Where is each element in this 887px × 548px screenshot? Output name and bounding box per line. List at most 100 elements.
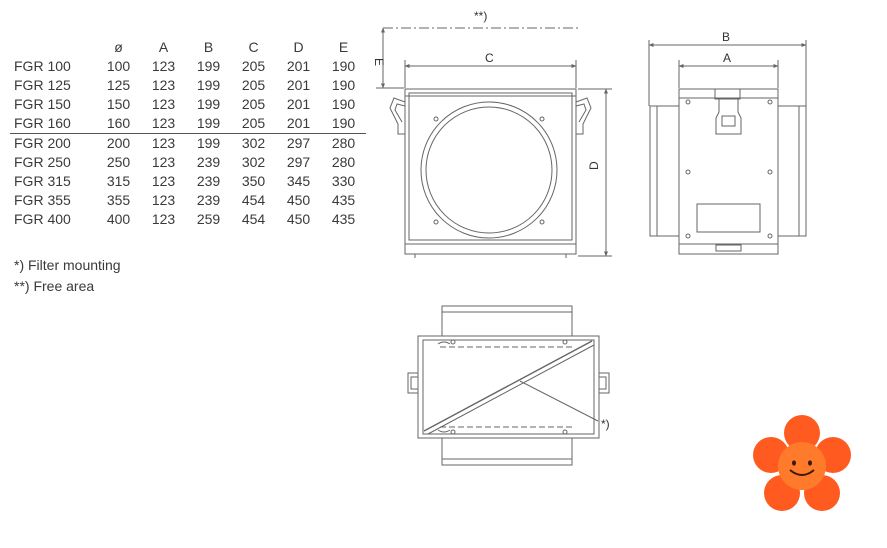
value-cell: 190 — [331, 115, 356, 131]
value-cell: 435 — [331, 192, 356, 208]
model-cell: FGR 100 — [14, 58, 71, 74]
top-handle-right-inner — [598, 376, 607, 390]
value-cell: 123 — [151, 154, 176, 170]
side-base-latch — [715, 244, 742, 252]
value-cell: 123 — [151, 211, 176, 227]
value-cell: 190 — [331, 58, 356, 74]
table-header: D — [293, 39, 304, 55]
value-cell: 123 — [151, 173, 176, 189]
value-cell: 239 — [196, 173, 221, 189]
footnote-filter-mounting: *) Filter mounting — [14, 257, 121, 273]
value-cell: 350 — [241, 173, 266, 189]
value-cell: 125 — [106, 77, 131, 93]
clip-mark — [437, 341, 451, 345]
latch-left-icon — [389, 97, 406, 135]
filter-diagonal-inner — [427, 344, 595, 435]
value-cell: 454 — [241, 192, 266, 208]
front-housing — [404, 88, 577, 245]
dim-d-label: D — [587, 161, 601, 170]
screw-icon — [539, 219, 545, 225]
side-base — [678, 243, 779, 255]
value-cell: 450 — [286, 211, 311, 227]
screw-icon — [767, 99, 773, 105]
latch-left-inner — [394, 103, 406, 123]
duct-opening-inner — [425, 106, 553, 234]
side-spigot-left — [649, 105, 680, 237]
clip-mark — [437, 429, 451, 433]
table-header: A — [158, 39, 169, 55]
value-cell: 450 — [286, 192, 311, 208]
screw-icon — [685, 233, 691, 239]
screw-icon — [450, 339, 456, 345]
top-section-view — [407, 305, 610, 466]
value-cell: 400 — [106, 211, 131, 227]
value-cell: 201 — [286, 58, 311, 74]
duct-opening-outer — [420, 101, 558, 239]
side-spigot-right — [777, 105, 807, 237]
value-cell: 199 — [196, 96, 221, 112]
filter-diagonal — [423, 340, 593, 432]
value-cell: 123 — [151, 192, 176, 208]
value-cell: 150 — [106, 96, 131, 112]
model-cell: FGR 160 — [14, 115, 71, 131]
footnotes: *) Filter mounting **) Free area — [14, 255, 121, 297]
table-header: C — [248, 39, 259, 55]
value-cell: 297 — [276, 133, 321, 153]
value-cell: 454 — [241, 211, 266, 227]
value-cell: 123 — [151, 115, 176, 131]
value-cell: 280 — [331, 154, 356, 170]
value-cell: 160 — [106, 115, 131, 131]
value-cell: 190 — [331, 96, 356, 112]
value-cell: 250 — [106, 154, 131, 170]
value-cell: 201 — [286, 115, 311, 131]
side-housing — [678, 88, 779, 245]
value-cell: 199 — [196, 77, 221, 93]
filter-mark: *) — [601, 417, 610, 431]
dim-a-label: A — [723, 51, 731, 65]
value-cell: 190 — [331, 77, 356, 93]
screw-icon — [450, 429, 456, 435]
value-cell: 123 — [151, 77, 176, 93]
value-cell: 239 — [196, 154, 221, 170]
model-cell: FGR 400 — [14, 211, 71, 227]
model-cell: FGR 200 — [10, 133, 96, 153]
value-cell: 200 — [96, 133, 141, 153]
side-label-plate — [696, 203, 761, 233]
model-cell: FGR 125 — [14, 77, 71, 93]
top-housing-inner — [422, 339, 595, 435]
screw-icon — [539, 116, 545, 122]
footnote-free-area: **) Free area — [14, 278, 95, 294]
value-cell: 355 — [106, 192, 131, 208]
table-header: ø — [114, 39, 123, 55]
value-cell: 280 — [321, 133, 366, 153]
model-cell: FGR 250 — [14, 154, 71, 170]
value-cell: 330 — [331, 173, 356, 189]
value-cell: 315 — [106, 173, 131, 189]
value-cell: 297 — [286, 154, 311, 170]
free-area-mark: **) — [474, 9, 487, 23]
side-latch-handle — [721, 115, 736, 127]
dim-c-label: C — [485, 51, 494, 65]
value-cell: 205 — [241, 96, 266, 112]
value-cell: 259 — [196, 211, 221, 227]
front-housing-inner — [408, 92, 573, 241]
value-cell: 302 — [241, 154, 266, 170]
dim-e-label: E — [372, 58, 386, 66]
table-header-row: ø A B C D E — [10, 38, 366, 57]
dim-b-label: B — [722, 30, 730, 44]
value-cell: 435 — [331, 211, 356, 227]
table-header: B — [203, 39, 214, 55]
value-cell: 345 — [286, 173, 311, 189]
latch-right-inner — [575, 103, 587, 123]
value-cell: 205 — [241, 77, 266, 93]
value-cell: 205 — [241, 115, 266, 131]
side-latch-icon — [715, 99, 742, 135]
top-spigot-lower — [441, 437, 573, 466]
table-row: FGR 400 400 123 259 454 450 435 — [10, 210, 366, 229]
model-cell: FGR 355 — [14, 192, 71, 208]
